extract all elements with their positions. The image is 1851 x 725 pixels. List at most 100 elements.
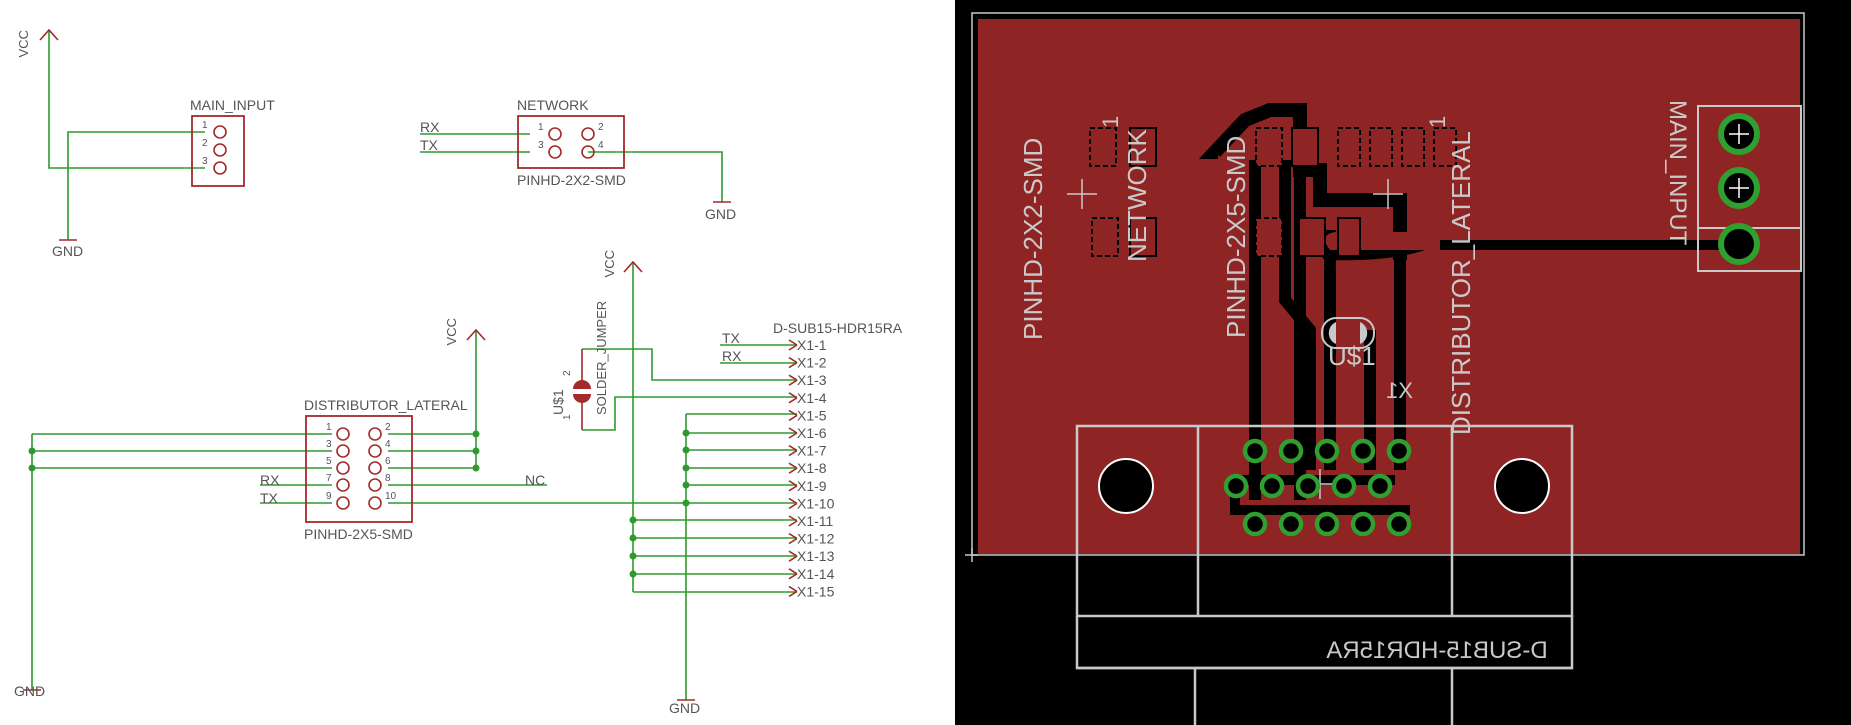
pin-label: 4 [598,140,604,151]
dsub-pin-label: X1-11 [797,513,834,529]
dsub-pin-label: X1-7 [797,443,827,459]
dsub-pad [1259,473,1285,499]
dsub-pin-label: X1-2 [797,355,827,371]
dsub-outline [1075,424,1574,725]
dsub-label: D-SUB15-HDR15RA [1326,637,1547,664]
pin-label: 2 [202,138,208,149]
pin-label: 10 [385,491,397,502]
main-input-symbol[interactable]: 1 2 3 MAIN_INPUT [190,97,275,187]
dsub-pad [1314,438,1340,464]
dsub-pads [1223,438,1412,537]
distributor-symbol[interactable]: 1 2 3 4 5 6 7 8 9 10 DISTRIBUTOR_LATERAL… [304,397,468,542]
solder-jumper-symbol[interactable]: 2 1 U$1 SOLDER_JUMPER [550,301,609,430]
dsub-pad [1386,438,1412,464]
dsub-pin-label: X1-5 [797,407,827,423]
vcc-label-1: VCC [16,30,31,57]
dsub-pin-arrow [788,480,798,492]
dsub-pin-arrow [788,444,798,457]
dsub-pin-label: X1-15 [797,583,835,599]
pin-label: 4 [385,439,391,450]
dsub-pin-arrow [788,356,798,369]
dsub-pin-label: X1-10 [797,495,835,511]
dsub-pin-arrow [788,409,798,422]
jumper-name: U$1 [550,389,566,415]
dsub-pin-label: X1-8 [797,460,827,476]
dsub-pin-arrow [788,374,798,386]
network-label: NETWORK [1122,128,1152,262]
junction-dots [28,429,690,578]
pin1-marker: 1 [1098,116,1123,128]
gnd-label-4: GND [669,700,700,716]
dsub-pin-arrow [788,568,798,580]
vcc-label-3: VCC [602,250,617,277]
pin1-marker: 1 [1425,116,1450,128]
dsub-pad [1242,511,1268,537]
pin-label: 1 [326,422,332,433]
pin-label: 2 [562,370,573,376]
dsub-pad [1295,473,1321,499]
distributor-value: PINHD-2X5-SMD [304,526,413,542]
silkscreen: PINHD-2X2-SMD NETWORK PINHD-2X5-SMD DIST… [1018,100,1691,664]
pin-label: 3 [538,140,544,151]
dsub-pin-arrow [788,532,798,545]
gnd-label-3: GND [14,683,45,699]
wires [31,30,797,700]
tx-label-3: TX [722,330,741,346]
pin-label: 9 [326,491,332,502]
dsub-pin-arrow [788,550,798,562]
mounting-hole-left [1098,458,1154,514]
nc-label: NC [525,472,545,488]
pinhd-2x2-label: PINHD-2X2-SMD [1018,138,1048,340]
pin-label: 1 [538,122,544,133]
pin-label: 7 [326,473,332,484]
pin-label: 1 [202,120,208,131]
jumper-footprint [1321,317,1375,349]
dsub-pin-arrow [788,497,798,510]
dsub-pin-label: X1-1 [797,337,827,353]
main-input-label: MAIN_INPUT [1664,100,1691,246]
dsub-pin-label: X1-3 [797,372,827,388]
dsub-pin-label: X1-9 [797,478,827,494]
dsub-pad [1367,473,1393,499]
smd-pads [1089,127,1457,257]
dsub-pin-arrow [788,427,798,439]
network-value: PINHD-2X2-SMD [517,172,626,188]
pin-label: 1 [562,414,573,420]
dsub-pin-arrow [788,462,798,474]
dsub-pad [1314,511,1340,537]
board-canvas: PINHD-2X2-SMD NETWORK PINHD-2X5-SMD DIST… [955,0,1851,725]
network-name: NETWORK [517,97,589,113]
rx-label-2: RX [260,472,280,488]
dsub-pad [1278,511,1304,537]
pin-label: 2 [598,122,604,133]
network-symbol[interactable]: 1 2 3 4 NETWORK PINHD-2X2-SMD [517,97,626,188]
dsub-pin-arrow [788,392,798,404]
tx-label-1: TX [420,137,439,153]
dsub-pad [1223,473,1249,499]
pinhd-2x5-label: PINHD-2X5-SMD [1221,136,1251,338]
x1-label: X1 [1386,378,1413,403]
dsub-pin-label: X1-6 [797,425,827,441]
dsub-pin-arrow [788,585,798,598]
pin-label: 6 [385,456,391,467]
dsub-pad [1350,438,1376,464]
dsub-pad [1242,438,1268,464]
dsub-symbol[interactable]: D-SUB15-HDR15RA X1-1X1-2X1-3X1-4X1-5X1-6… [773,320,903,599]
dsub-pad [1331,473,1357,499]
dsub-pin-label: X1-13 [797,548,835,564]
dsub-pin-label: X1-4 [797,390,827,406]
schematic-canvas: VCC GND GND VCC VCC GND GND 1 2 3 MAIN_I… [14,28,903,716]
main-input-name: MAIN_INPUT [190,97,275,113]
rx-label-1: RX [420,119,440,135]
pin-label: 3 [202,156,208,167]
gnd-label-2: GND [705,206,736,222]
power-symbols [23,28,731,701]
pin-label: 2 [385,422,391,433]
dsub-pin-arrow [788,339,798,351]
main-input-terminal [1697,105,1802,272]
dsub-pin-label: X1-14 [797,566,835,582]
pin-label: 8 [385,473,391,484]
board-outline [971,12,1805,556]
rx-label-3: RX [722,348,742,364]
distributor-label: DISTRIBUTOR_LATERAL [1446,131,1476,435]
